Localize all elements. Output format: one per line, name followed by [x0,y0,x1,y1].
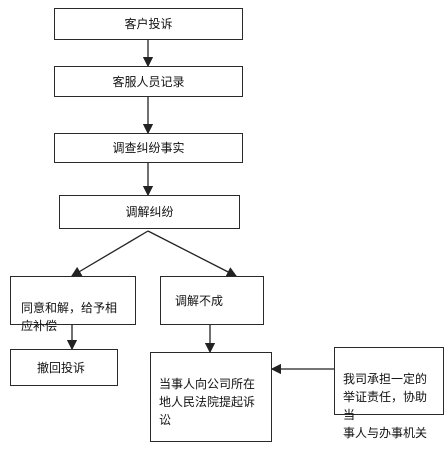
node-mediation-failed: 调解不成 [160,276,264,325]
node-file-lawsuit-label: 当事人向公司所在 地人民法院提起诉 讼 [159,377,256,427]
node-investigate-facts-label: 调查纠纷事实 [112,141,185,155]
node-mediation-failed-label: 调解不成 [175,293,224,308]
node-customer-complaint: 客户投诉 [54,8,243,40]
node-withdraw-complaint: 撤回投诉 [10,349,118,386]
node-agree-settlement: 同意和解，给予相 应补偿 [10,276,136,333]
arrow-mediate-to-failed [147,230,238,277]
node-mediate-dispute-label: 调解纠纷 [125,205,174,219]
node-mediate-dispute: 调解纠纷 [59,195,240,229]
node-company-support: 我司承担一定的 举证责任，协助当 事人与办事机关 [334,347,444,440]
node-file-lawsuit: 当事人向公司所在 地人民法院提起诉 讼 [150,352,272,442]
node-customer-complaint-label: 客户投诉 [124,17,173,31]
node-investigate-facts: 调查纠纷事实 [54,133,243,163]
node-company-support-label: 我司承担一定的 举证责任，协助当 事人与办事机关 [343,372,428,440]
node-service-record: 客服人员记录 [54,66,243,97]
node-service-record-label: 客服人员记录 [112,74,185,89]
node-agree-settlement-label: 同意和解，给予相 应补偿 [21,301,118,333]
node-withdraw-complaint-label: 撤回投诉 [37,360,86,375]
arrow-mediate-to-agree [70,230,149,277]
